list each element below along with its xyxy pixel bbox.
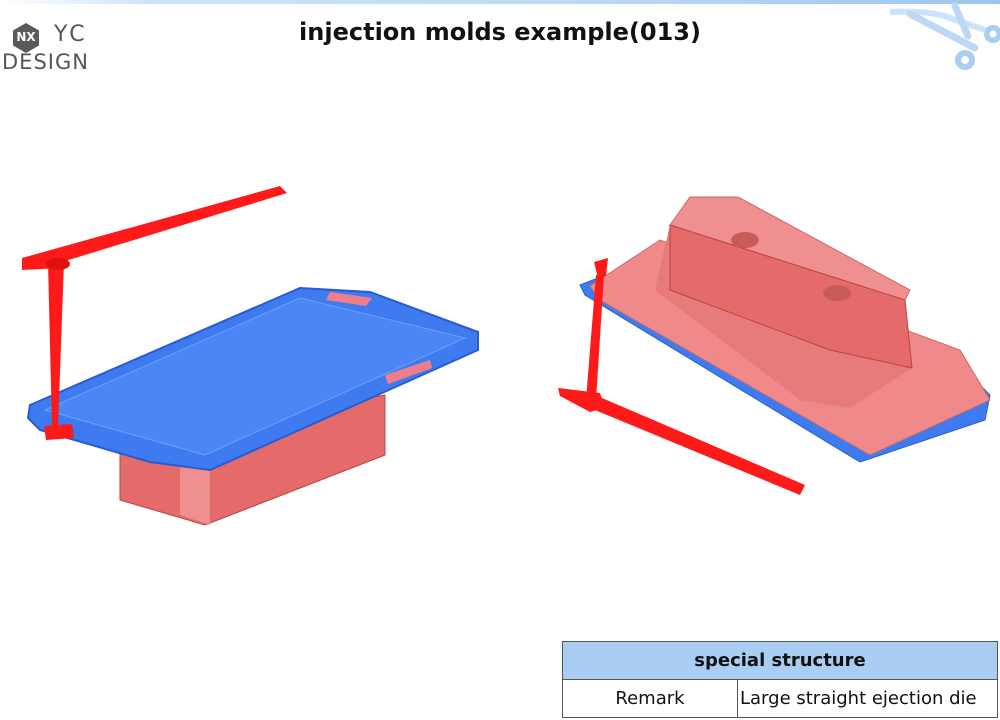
left-part-view [22, 186, 479, 526]
nx-badge-icon [13, 23, 39, 53]
top-accent-line [0, 0, 1000, 4]
logo-badge-text: NX [16, 30, 36, 44]
remark-value-cell: Large straight ejection die [737, 679, 998, 718]
page-title: injection molds example(013) [299, 18, 701, 46]
table-header: special structure [562, 641, 998, 680]
yc-design-logo: NX YC DESIGN [2, 20, 102, 80]
remark-label-cell: Remark [562, 679, 738, 718]
mold-illustration [22, 186, 991, 526]
right-part-view [558, 196, 991, 495]
logo-brand-line2: DESIGN [2, 50, 89, 74]
scissors-icon [890, 2, 1000, 70]
table-row: Remark Large straight ejection die [562, 679, 998, 718]
special-structure-table: special structure Remark Large straight … [562, 641, 998, 718]
logo-brand-line1: YC [54, 22, 88, 47]
